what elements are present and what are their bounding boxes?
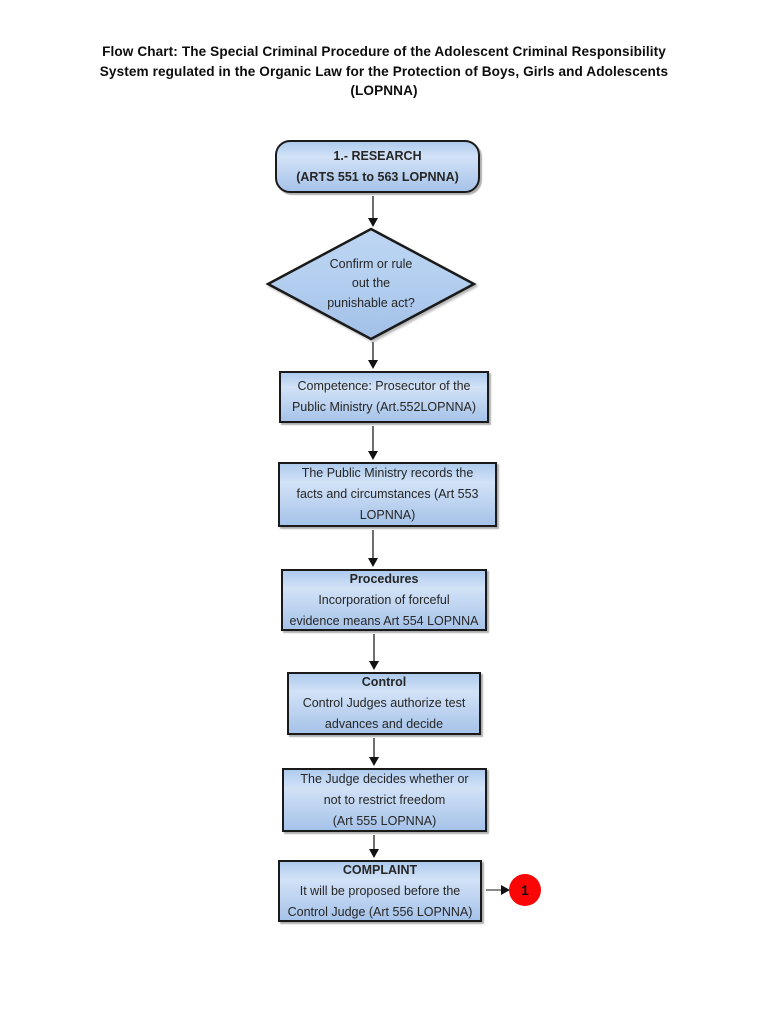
node-control-line1: Control Judges authorize test	[302, 696, 466, 710]
arrow-down-icon	[368, 360, 378, 369]
node-competence: Competence: Prosecutor of the Public Min…	[279, 371, 489, 423]
diamond-icon	[265, 227, 477, 341]
node-complaint-line1: It will be proposed before the	[299, 883, 461, 898]
node-procedures-line1: Incorporation of forceful	[318, 592, 450, 607]
flow-arrow-1-line	[372, 196, 374, 219]
node-judge-decides: The Judge decides whether or not to rest…	[282, 768, 487, 832]
node-procedures: Procedures Incorporation of forceful evi…	[281, 569, 487, 631]
node-complaint-heading: COMPLAINT	[342, 862, 418, 877]
flow-arrow-2-line	[372, 342, 374, 361]
arrow-right-icon	[501, 885, 510, 895]
arrow-down-icon	[369, 849, 379, 858]
node-judge-decides-line3: (Art 555 LOPNNA)	[332, 813, 437, 828]
node-decision-shape	[265, 226, 477, 347]
page-title-line3: (LOPNNA)	[350, 83, 418, 98]
node-procedures-line2: evidence means Art 554 LOPNNA	[289, 613, 479, 628]
flow-arrow-8-line	[486, 889, 502, 891]
node-records-line3: LOPNNA)	[359, 508, 416, 522]
flow-arrow-3-line	[372, 426, 374, 452]
node-decision-line2: out the	[351, 276, 391, 291]
node-decision: Confirm or rule out the punishable act?	[265, 226, 477, 342]
node-research-line2: (ARTS 551 to 563 LOPNNA)	[296, 169, 459, 184]
node-research-line1: 1.- RESEARCH	[333, 148, 422, 163]
node-complaint: COMPLAINT It will be proposed before the…	[278, 860, 482, 922]
flow-arrow-7-line	[373, 835, 375, 850]
flow-arrow-5-line	[373, 634, 375, 662]
node-control: Control Control Judges authorize test ad…	[287, 672, 481, 735]
node-judge-decides-line2: not to restrict freedom	[323, 792, 446, 807]
node-decision-line3: punishable act?	[327, 295, 415, 310]
node-records-line2: facts and circumstances (Art 553	[296, 487, 479, 501]
page-title: Flow Chart: The Special Criminal Procedu…	[0, 42, 768, 101]
connector-badge: 1	[509, 874, 541, 906]
node-records-line1: The Public Ministry records the	[301, 466, 474, 480]
arrow-down-icon	[368, 218, 378, 227]
node-records: The Public Ministry records the facts an…	[278, 462, 497, 527]
node-control-heading: Control	[361, 675, 407, 689]
connector-badge-label: 1	[521, 882, 529, 898]
page-title-line2: System regulated in the Organic Law for …	[99, 63, 669, 79]
arrow-down-icon	[369, 757, 379, 766]
node-procedures-heading: Procedures	[349, 571, 419, 586]
node-judge-decides-line1: The Judge decides whether or	[300, 771, 469, 786]
flow-arrow-4-line	[372, 530, 374, 559]
arrow-down-icon	[369, 661, 379, 670]
node-control-line2: advances and decide	[324, 717, 444, 731]
node-decision-line1: Confirm or rule	[329, 256, 413, 271]
node-competence-line1: Competence: Prosecutor of the	[297, 379, 471, 393]
flow-arrow-6-line	[373, 738, 375, 758]
node-research: 1.- RESEARCH (ARTS 551 to 563 LOPNNA)	[275, 140, 480, 193]
node-complaint-line2: Control Judge (Art 556 LOPNNA)	[287, 904, 473, 919]
arrow-down-icon	[368, 558, 378, 567]
page-title-line1: Flow Chart: The Special Criminal Procedu…	[102, 44, 666, 59]
node-competence-line2: Public Ministry (Art.552LOPNNA)	[291, 400, 477, 414]
arrow-down-icon	[368, 451, 378, 460]
